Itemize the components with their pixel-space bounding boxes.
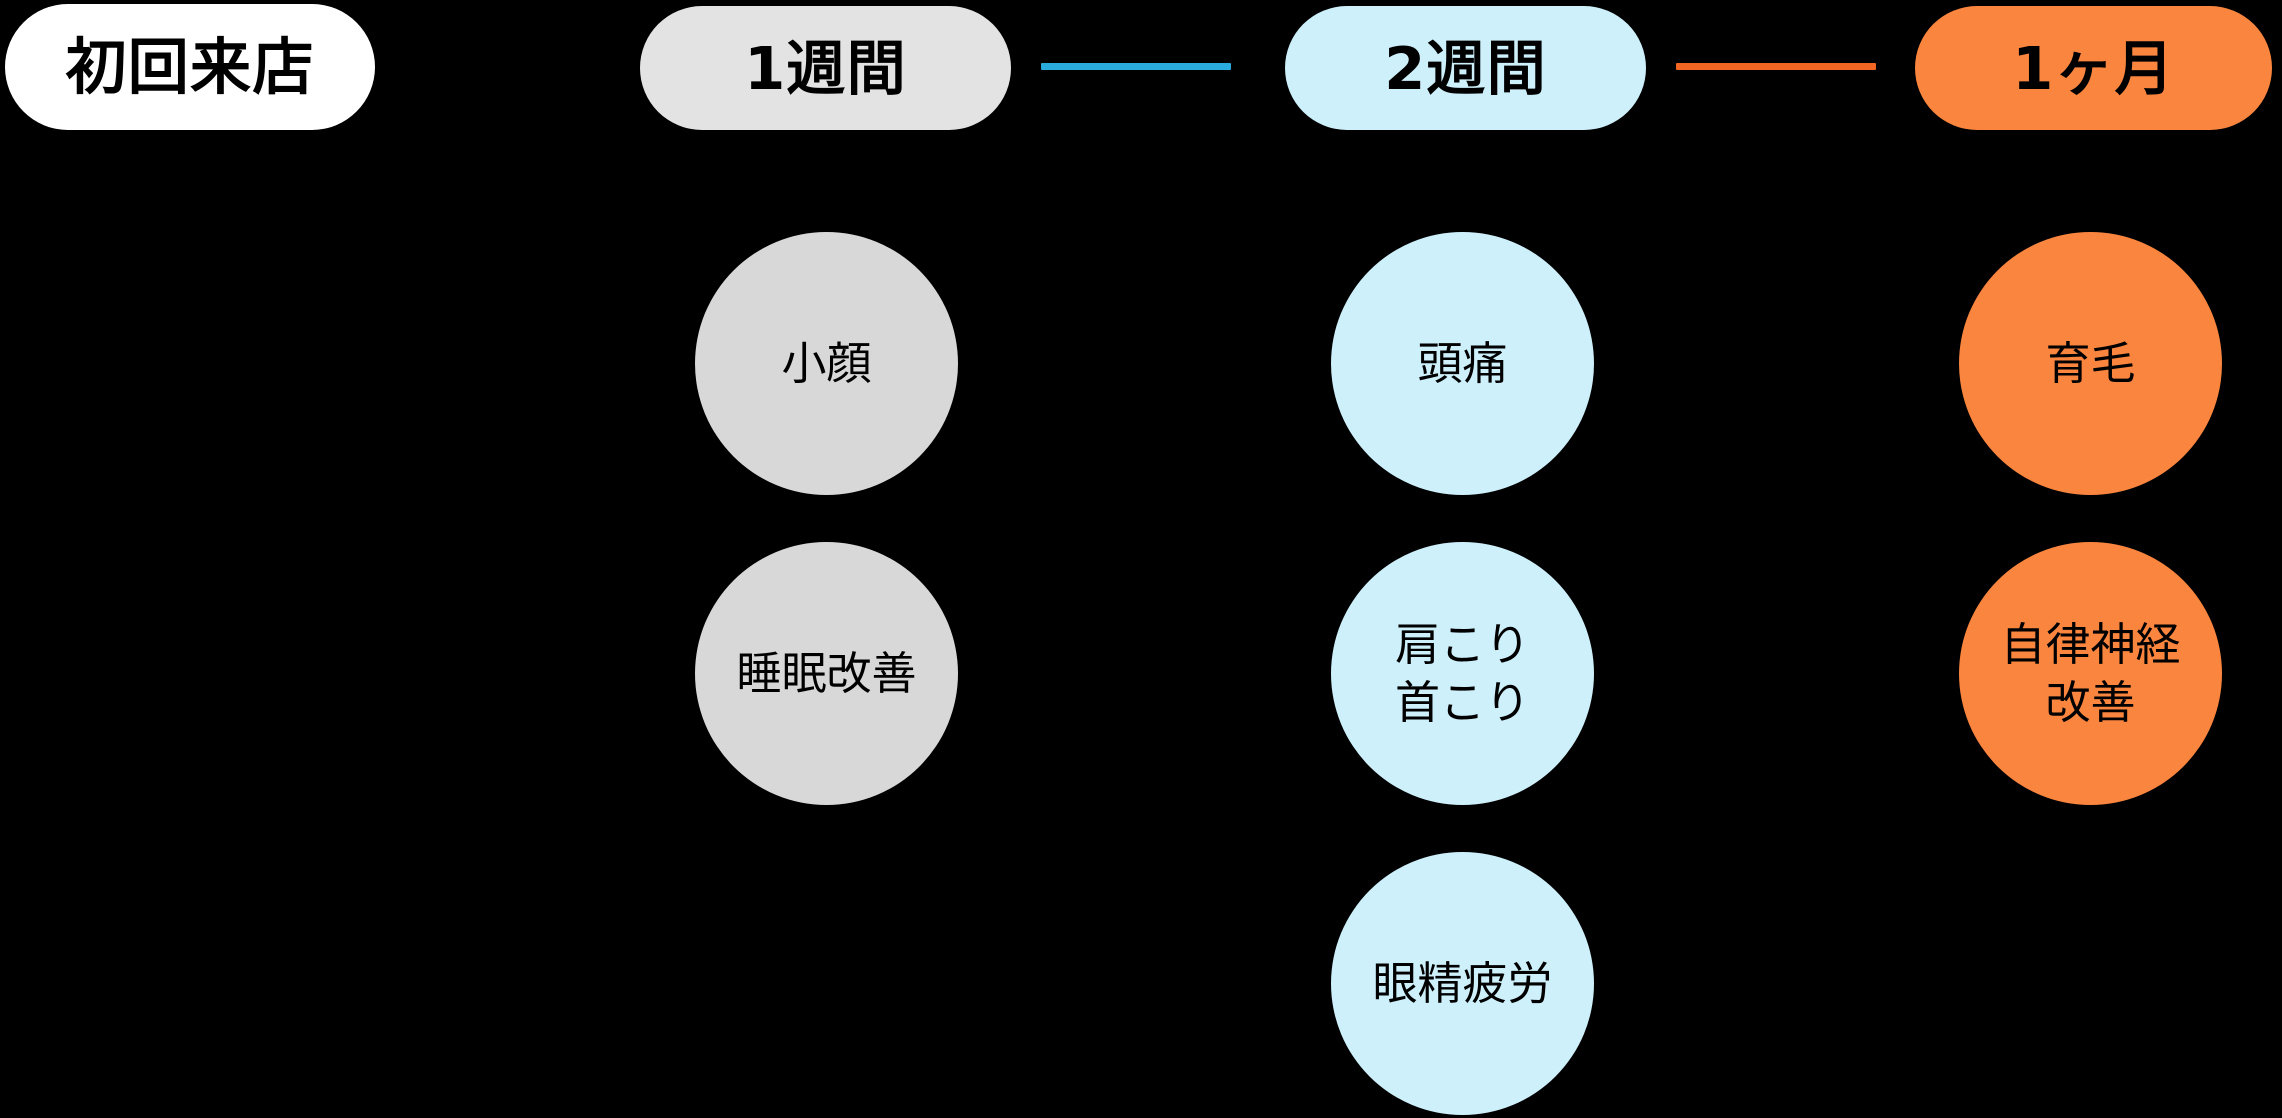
benefit-bubble-label: 睡眠改善 [736,646,917,700]
benefit-bubble-shoulder-neck-stiffness[interactable]: 肩こり 首こり [1331,542,1594,805]
stage-pill-two-weeks[interactable]: 2週間 [1285,6,1646,130]
stage-pill-label: 1ヶ月 [2012,33,2175,103]
stage-pill-label: 2週間 [1384,33,1547,103]
benefit-bubble-label: 肩こり 首こり [1394,617,1530,729]
stage-pill-one-month[interactable]: 1ヶ月 [1915,6,2272,130]
benefit-bubble-autonomic-nerve-improvement[interactable]: 自律神経 改善 [1959,542,2222,805]
benefit-bubble-hair-growth[interactable]: 育毛 [1959,232,2222,495]
stage-pill-label: 1週間 [744,33,907,103]
stage-pill-one-week[interactable]: 1週間 [640,6,1011,130]
stage-pill-initial-visit[interactable]: 初回来店 [5,4,375,130]
connector-line-orange [1676,63,1876,70]
benefit-bubble-label: 育毛 [2045,336,2136,390]
benefit-bubble-label: 眼精疲労 [1372,956,1553,1010]
stage-pill-label: 初回来店 [65,31,315,103]
benefit-bubble-eye-strain[interactable]: 眼精疲労 [1331,852,1594,1115]
benefit-bubble-label: 自律神経 改善 [2000,617,2181,729]
connector-line-blue [1041,63,1231,70]
benefit-bubble-sleep-improvement[interactable]: 睡眠改善 [695,542,958,805]
benefit-bubble-headache[interactable]: 頭痛 [1331,232,1594,495]
benefit-bubble-kogao[interactable]: 小顔 [695,232,958,495]
benefit-bubble-label: 小顔 [781,336,872,390]
benefit-bubble-label: 頭痛 [1417,336,1508,390]
